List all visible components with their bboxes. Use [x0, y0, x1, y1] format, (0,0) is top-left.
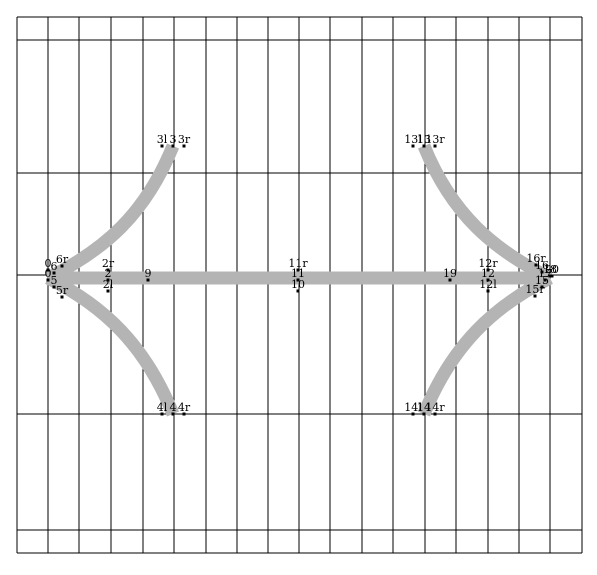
control-point-label: 6r — [56, 253, 69, 266]
control-point-marker — [422, 144, 426, 148]
control-point-marker — [52, 271, 56, 275]
control-point-label: 12r — [478, 257, 498, 270]
grid-lines — [16, 16, 583, 554]
control-point-marker — [296, 289, 300, 293]
track-stroke-1 — [45, 143, 180, 284]
control-point-marker — [171, 412, 175, 416]
control-point-marker — [46, 268, 50, 272]
control-point-marker — [106, 268, 110, 272]
control-point-label: 6 — [51, 260, 58, 273]
control-point-label: 18 — [543, 263, 557, 276]
control-point-label: 20 — [545, 263, 559, 276]
control-point-marker — [160, 144, 164, 148]
control-point-marker — [486, 268, 490, 272]
control-point-label: 19 — [443, 267, 457, 280]
control-point-label: 15 — [535, 274, 549, 287]
control-point-marker — [296, 278, 300, 282]
control-point-label: 9 — [145, 267, 152, 280]
control-point-marker — [548, 274, 552, 278]
control-point-marker — [182, 412, 186, 416]
control-point-label: 3 — [170, 133, 177, 146]
control-point-label: 16r — [526, 252, 546, 265]
control-point-marker — [182, 144, 186, 148]
track-strokes — [45, 143, 553, 417]
control-point-label: 2 — [105, 267, 112, 280]
control-point-marker — [411, 144, 415, 148]
control-point-label: 14l — [404, 401, 422, 414]
control-point-label: 0 — [45, 257, 52, 270]
control-point-marker — [146, 278, 150, 282]
control-point-marker — [46, 278, 50, 282]
control-point-label: 4l — [157, 401, 168, 414]
control-point-label: 2r — [102, 257, 115, 270]
control-point-marker — [160, 412, 164, 416]
control-point-label: 12 — [481, 267, 495, 280]
control-point-label: 13l — [404, 133, 422, 146]
control-point-marker — [534, 263, 538, 267]
control-point-marker — [486, 278, 490, 282]
control-point-label: 5 — [51, 274, 58, 287]
track-stroke-4 — [417, 272, 553, 417]
control-point-label: 13 — [417, 133, 431, 146]
control-point-marker — [540, 270, 544, 274]
control-point-marker — [433, 144, 437, 148]
control-point-marker — [296, 268, 300, 272]
control-point-label: 13r — [425, 133, 445, 146]
control-point-label: 14r — [425, 401, 445, 414]
control-point-label: 2l — [103, 278, 114, 291]
control-point-label: 3l — [157, 133, 168, 146]
control-point-marker — [60, 264, 64, 268]
control-point-label: 10 — [291, 278, 305, 291]
control-point-label: 5r — [56, 284, 69, 297]
control-point-label: 4 — [170, 401, 177, 414]
control-point-marker — [106, 289, 110, 293]
control-point-label: 0 — [45, 267, 52, 280]
control-point-marker — [448, 278, 452, 282]
control-point-marker — [411, 412, 415, 416]
control-point-marker — [106, 278, 110, 282]
control-point-marker — [422, 412, 426, 416]
control-point-label: 3r — [178, 133, 191, 146]
control-point-marker — [171, 144, 175, 148]
control-point-label: 14 — [417, 401, 431, 414]
control-point-label: 15r — [525, 283, 545, 296]
control-point-marker — [550, 274, 554, 278]
control-point-label: 11 — [291, 267, 305, 280]
control-point-marker — [540, 285, 544, 289]
control-point-marker — [486, 289, 490, 293]
control-point-label: 16 — [535, 259, 549, 272]
control-point-label: 12l — [479, 278, 497, 291]
control-point-label: 4r — [178, 401, 191, 414]
control-point-marker — [433, 412, 437, 416]
control-point-marker — [52, 285, 56, 289]
track-stroke-2 — [45, 272, 180, 417]
control-point-marker — [533, 294, 537, 298]
control-point-marker — [60, 295, 64, 299]
control-point-marker — [543, 278, 547, 282]
track-stroke-3 — [417, 143, 553, 284]
control-point-label: 11r — [288, 257, 308, 270]
